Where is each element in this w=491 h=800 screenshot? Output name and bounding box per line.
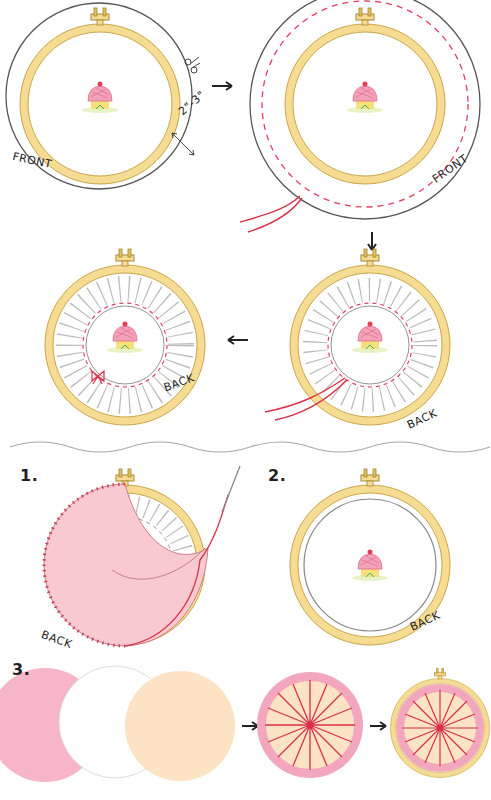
step-number: 2. [268,466,286,485]
step-number: 1. [20,466,38,485]
note-label: BACK [40,628,74,651]
step-number: 3. [12,660,30,679]
